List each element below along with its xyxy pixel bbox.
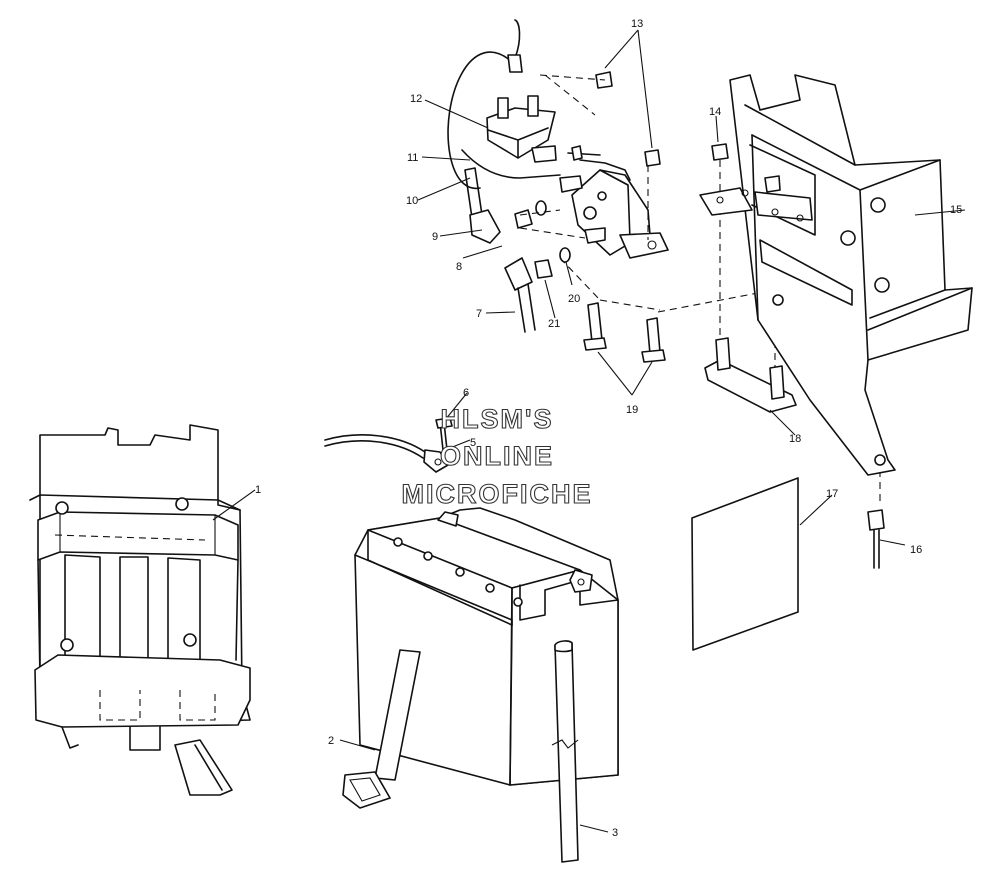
watermark-line-3: MICROFICHE (402, 479, 593, 509)
watermark: HLSM'S ONLINE MICROFICHE (401, 403, 593, 509)
callout-5: 5 (470, 437, 476, 449)
callout-10: 10 (406, 195, 418, 207)
callout-7: 7 (476, 308, 482, 320)
callout-15: 15 (950, 204, 962, 216)
terminal-cover (504, 257, 536, 333)
callout-8: 8 (456, 261, 462, 273)
callout-3: 3 (612, 827, 618, 839)
mounting-bracket (699, 74, 973, 476)
wiring (447, 19, 561, 190)
callout-9: 9 (432, 231, 438, 243)
battery-strap (342, 649, 421, 809)
hardware (514, 71, 729, 363)
callout-13: 13 (631, 18, 643, 30)
callout-16: 16 (910, 544, 922, 556)
leader-lines (212, 29, 966, 833)
callout-14: 14 (709, 106, 721, 118)
callout-labels: 1 2 3 5 6 7 8 9 10 11 12 13 14 15 16 17 … (255, 18, 962, 839)
vent-tube (551, 640, 579, 863)
rivet (867, 509, 885, 569)
battery-holder (29, 424, 251, 796)
watermark-line-2: ONLINE (440, 441, 554, 471)
battery-cable (324, 417, 453, 473)
pad (691, 477, 799, 651)
callout-17: 17 (826, 488, 838, 500)
callout-20: 20 (568, 293, 580, 305)
callout-2: 2 (328, 735, 334, 747)
callout-21: 21 (548, 318, 560, 330)
callout-11: 11 (407, 152, 418, 164)
relay (486, 95, 557, 163)
callout-18: 18 (789, 433, 801, 445)
callout-6: 6 (463, 387, 469, 399)
starter-solenoid (559, 145, 669, 259)
watermark-line-1: HLSM'S (441, 404, 554, 434)
bracket-plate (704, 337, 797, 413)
callout-19: 19 (626, 404, 638, 416)
callout-12: 12 (410, 93, 422, 105)
callout-1: 1 (255, 484, 261, 496)
battery (354, 507, 619, 786)
